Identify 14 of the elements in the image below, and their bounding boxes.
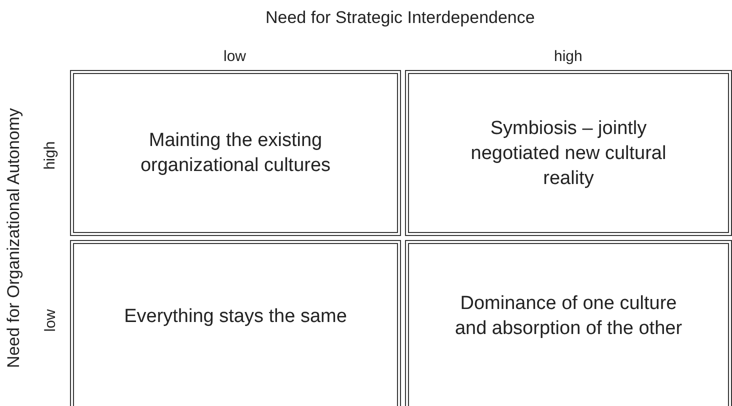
axis-tick-label: high: [42, 140, 59, 170]
axis-tick-label: low: [41, 308, 58, 332]
axis-tick-label: low: [224, 48, 246, 65]
axis-title: Need for Organizational Autonomy: [4, 108, 24, 368]
quadrant-box: [70, 240, 401, 406]
quadrant-text: Dominance of one culture and absorption of the other: [454, 292, 684, 341]
quadrant-text: Everything stays the same: [124, 304, 347, 328]
quadrant-text: Mainting the existing organizational cultures: [139, 129, 332, 178]
quadrant-text: Symbiosis – jointly negotiated new cultural reality: [470, 116, 668, 190]
axis-tick-label: high: [554, 48, 582, 65]
quadrant-box: [405, 240, 732, 406]
quadrant-box: [405, 70, 732, 236]
quadrant-box: [70, 70, 401, 236]
axis-title: Need for Strategic Interdependence: [266, 8, 535, 28]
